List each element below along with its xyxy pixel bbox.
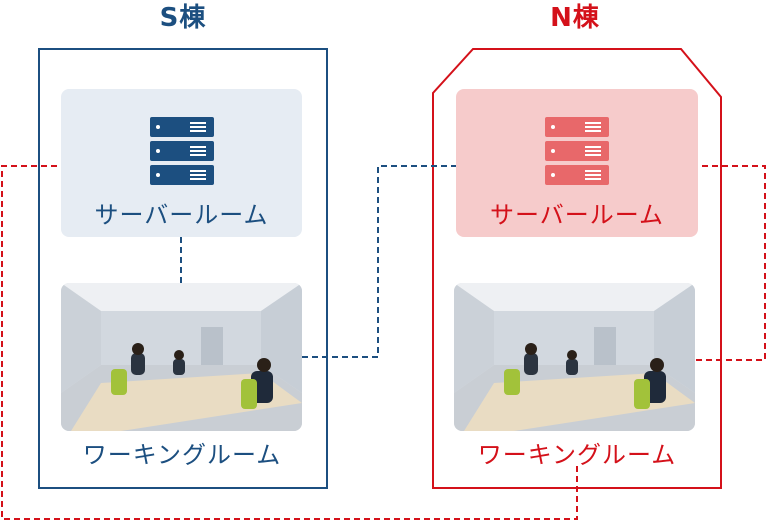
s-server-room: サーバールーム <box>61 89 302 237</box>
n-server-room-label: サーバールーム <box>489 201 665 229</box>
n-building-title: N棟 <box>550 3 600 33</box>
s-server-room-label: サーバールーム <box>94 201 269 229</box>
n-building-outline <box>432 48 722 489</box>
s-working-room-label: ワーキングルーム <box>82 441 282 469</box>
n-server-room: サーバールーム <box>456 89 698 237</box>
server-rack-icon <box>545 117 609 189</box>
s-building-title: S棟 <box>159 3 207 33</box>
n-work-to-s-server-link <box>1 165 578 520</box>
s-building-outline <box>38 48 328 489</box>
server-rack-icon <box>149 117 214 189</box>
s-work-to-n-server-link <box>302 165 456 358</box>
s-working-room-photo <box>61 283 302 431</box>
n-work-to-n-server-link <box>696 165 766 361</box>
n-working-room-photo <box>454 283 695 431</box>
n-working-room-label: ワーキングルーム <box>477 441 677 469</box>
